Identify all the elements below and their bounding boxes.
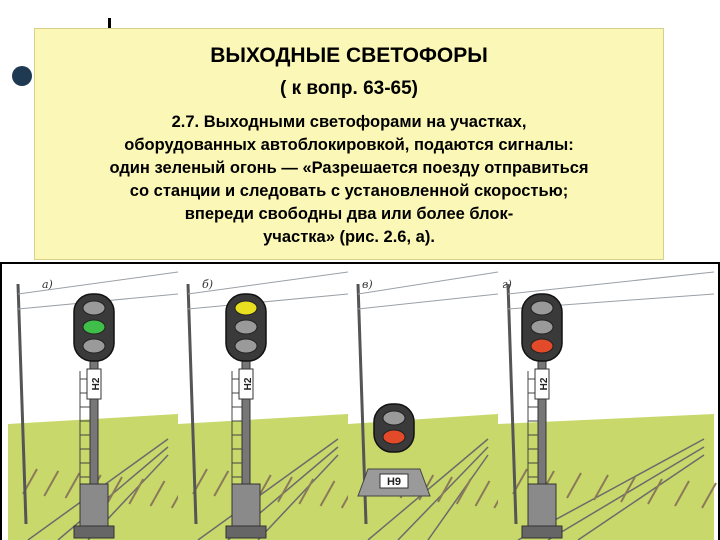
bullet-icon (12, 66, 32, 86)
sleeper (319, 480, 336, 507)
catenary-mast (16, 283, 28, 525)
signal-foundation (225, 525, 267, 539)
sleeper (701, 482, 717, 509)
signal-foundation (521, 525, 563, 539)
sign-text: Н2 (243, 377, 254, 390)
signal-base (527, 483, 557, 529)
catenary-wire (357, 293, 499, 310)
sleeper (298, 478, 315, 505)
signal-lamp (234, 338, 258, 354)
sign-plate (534, 368, 550, 400)
sign-plate (86, 368, 102, 400)
catenary-wire (187, 293, 349, 310)
signal-lamp (82, 338, 106, 354)
grass (178, 414, 348, 540)
sleeper (149, 480, 166, 507)
decorative-mark (108, 18, 111, 30)
sleeper (455, 478, 472, 505)
rail (577, 454, 705, 540)
signal-lamp (82, 319, 106, 335)
catenary-wire (17, 271, 179, 295)
sign-text: Н9 (387, 476, 401, 488)
text-box: ВЫХОДНЫЕ СВЕТОФОРЫ ( к вопр. 63-65) 2.7.… (34, 28, 664, 260)
rail (197, 438, 339, 540)
signals-figure: а) Н2 б) Н2 в) Н9 г) Н2 (8, 271, 717, 540)
paragraph-line: со станции и следовать с установленной с… (129, 182, 569, 200)
sleeper (107, 476, 123, 503)
panel-label: а) (42, 278, 53, 291)
sleeper (43, 470, 60, 497)
sleeper (647, 478, 663, 505)
paragraph-line: впереди свободны два или более блок- (184, 205, 514, 223)
signal-lamp (382, 410, 406, 426)
signal-lamp (82, 300, 106, 316)
catenary-mast (506, 283, 518, 525)
signal-foundation (73, 525, 115, 539)
sleeper (674, 480, 690, 507)
signal-lamp (234, 319, 258, 335)
paragraph-line: оборудованных автоблокировкой, подаются … (124, 136, 574, 154)
signal-lamp (530, 319, 554, 335)
signal-lamp (234, 300, 258, 316)
sign-plate (238, 368, 254, 400)
sleeper (593, 474, 609, 501)
paragraph-line: 2.7. Выходными светофорами на участках, (171, 113, 527, 131)
sleeper (566, 472, 582, 499)
slide-title: ВЫХОДНЫЕ СВЕТОФОРЫ (210, 44, 488, 67)
sleeper (277, 476, 293, 503)
sleeper (620, 476, 636, 503)
panel-label: в) (362, 278, 373, 291)
sleeper (213, 470, 230, 497)
sleeper (437, 476, 453, 503)
catenary-wire (187, 271, 349, 295)
paragraph-line: один зеленый огонь — «Разрешается поезду… (109, 159, 589, 177)
signals-illustration: а) Н2 б) Н2 в) Н9 г) Н2 (0, 262, 720, 540)
rail (257, 454, 339, 540)
rule-paragraph: 2.7. Выходными светофорами на участках, … (35, 111, 663, 249)
slide-subtitle: ( к вопр. 63-65) (280, 78, 418, 99)
sign-text: Н2 (91, 377, 102, 390)
signal-base (231, 483, 261, 529)
panel-label: г) (502, 278, 512, 291)
paragraph-line: участка» (рис. 2.6, а). (263, 228, 435, 246)
sign-plate (379, 473, 409, 489)
catenary-wire (507, 271, 715, 295)
sign-text: Н2 (539, 377, 550, 390)
signal-lamp (382, 429, 406, 445)
catenary-mast (186, 283, 198, 525)
sleeper (474, 480, 491, 507)
signal-lamp (530, 300, 554, 316)
signal-lamp (530, 338, 554, 354)
catenary-wire (357, 271, 499, 295)
sleeper (64, 472, 81, 499)
signal-base (79, 483, 109, 529)
sleeper (128, 478, 145, 505)
rail (427, 454, 489, 540)
panel-label: б) (202, 278, 213, 291)
